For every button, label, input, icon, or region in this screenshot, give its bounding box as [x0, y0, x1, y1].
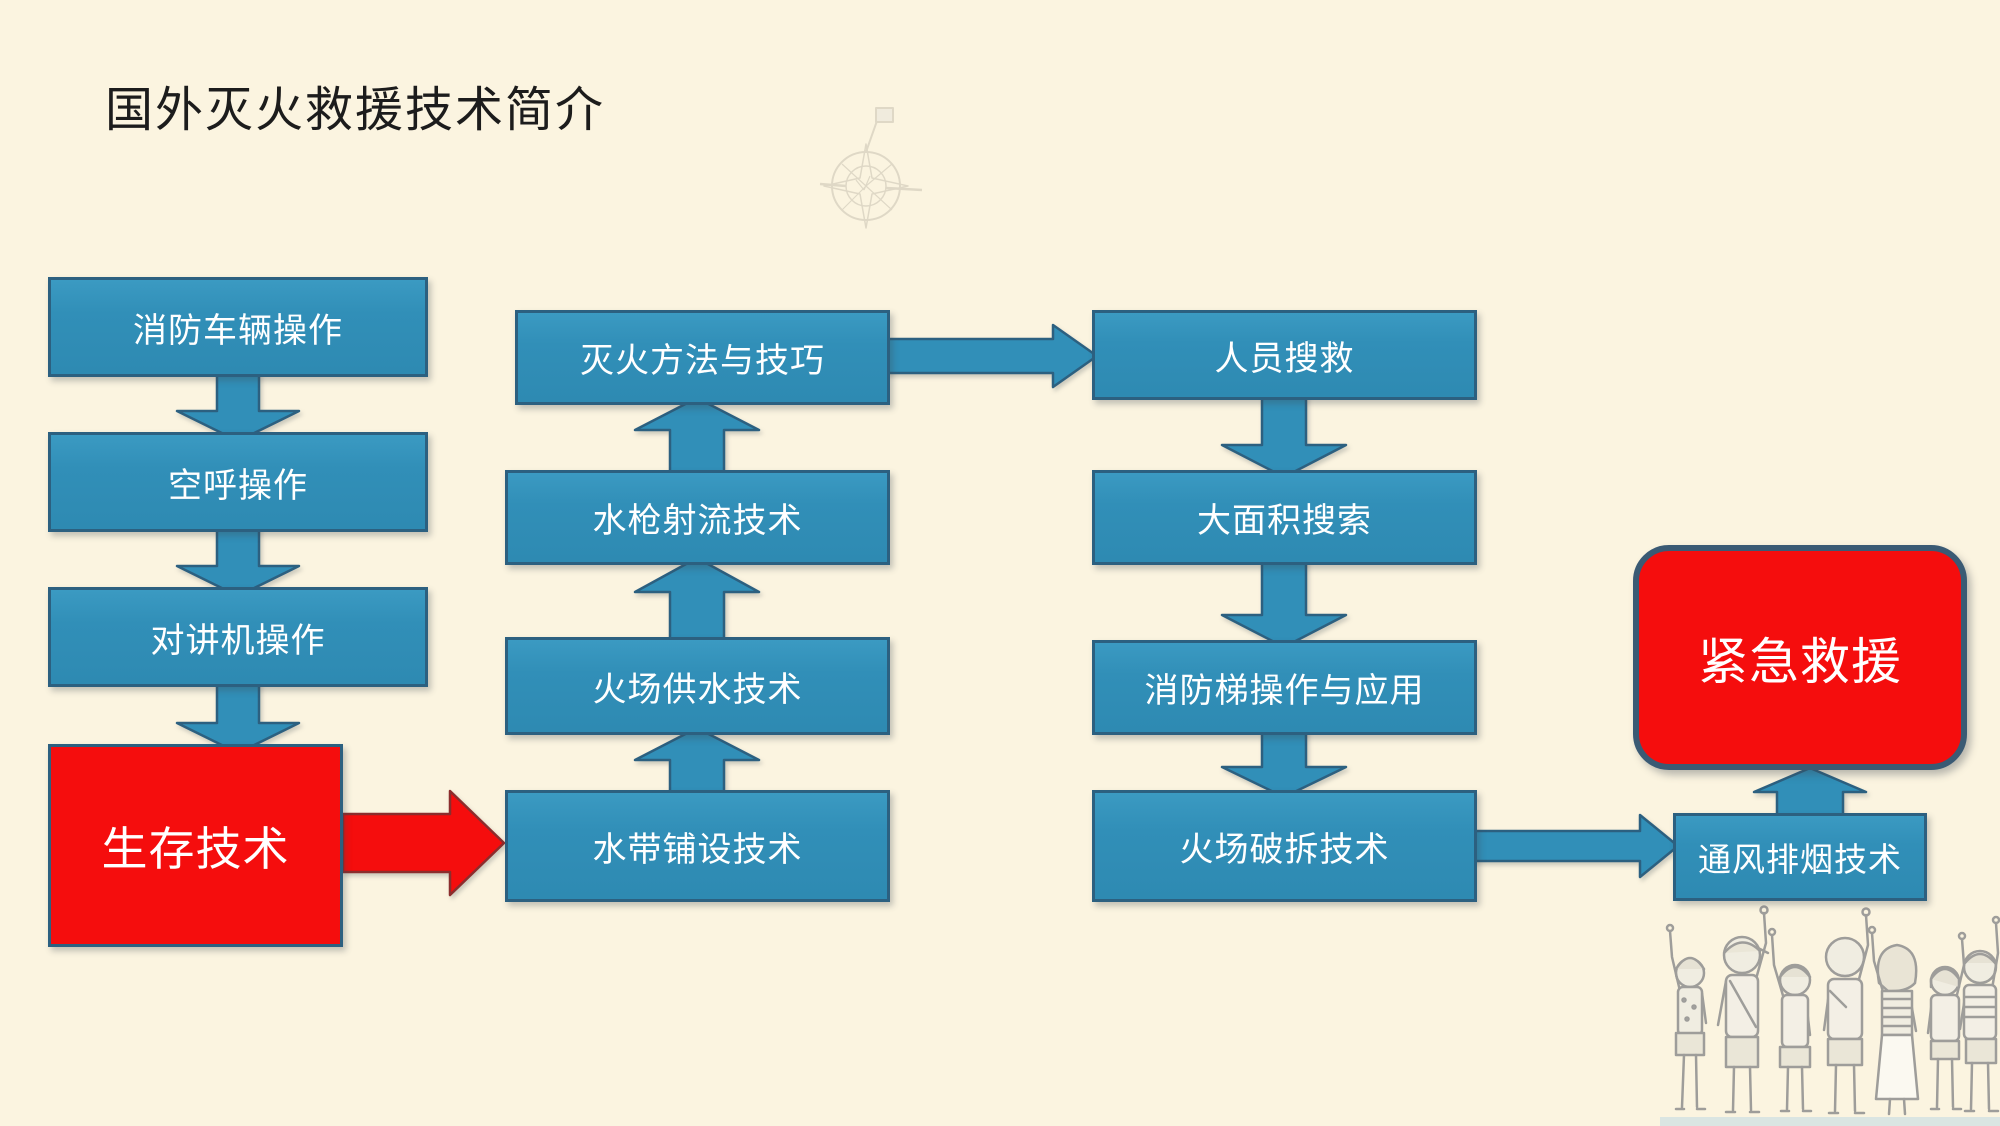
node-hose-laying-technique: 水带铺设技术 [505, 790, 890, 902]
blue-block-arrow-down [1220, 728, 1348, 799]
node-personnel-search-rescue: 人员搜救 [1092, 310, 1477, 400]
node-large-area-search: 大面积搜索 [1092, 470, 1477, 565]
sketch-child-3 [1767, 927, 1813, 1113]
blue-block-arrow-right [1462, 813, 1680, 879]
sketch-child-4 [1822, 907, 1871, 1115]
blue-block-arrow-up [633, 556, 761, 646]
children-raising-hands-illustration [1660, 905, 2000, 1126]
blue-block-arrow-up [1752, 766, 1868, 818]
blue-block-arrow-down [1220, 393, 1348, 479]
node-breathing-apparatus-operation: 空呼操作 [48, 432, 428, 532]
sketch-child-7 [1958, 915, 2000, 1113]
node-survival-skills: 生存技术 [48, 744, 343, 947]
blue-block-arrow-down [1220, 558, 1348, 649]
sketch-child-5 [1867, 925, 1920, 1116]
node-radio-operation: 对讲机操作 [48, 587, 428, 687]
blue-block-arrow-right [884, 323, 1099, 389]
node-fire-vehicle-operation: 消防车辆操作 [48, 277, 428, 377]
red-block-arrow-right [341, 789, 506, 897]
blue-block-arrow-up [633, 396, 761, 479]
node-forcible-entry-technique: 火场破拆技术 [1092, 790, 1477, 902]
blue-block-arrow-down [175, 680, 301, 755]
blue-block-arrow-down [175, 525, 301, 598]
node-fireground-water-supply: 火场供水技术 [505, 637, 890, 735]
node-nozzle-stream-technique: 水枪射流技术 [505, 470, 890, 565]
node-ventilation-smoke-extraction: 通风排烟技术 [1673, 813, 1927, 901]
node-emergency-rescue: 紧急救援 [1633, 545, 1967, 770]
sketch-child-1 [1665, 923, 1708, 1111]
sketch-child-6 [1926, 931, 1967, 1111]
page-title: 国外灭火救援技术简介 [105, 84, 606, 137]
sketch-child-2 [1716, 905, 1770, 1114]
compass-rose-icon [819, 107, 923, 229]
node-fire-ladder-operation: 消防梯操作与应用 [1092, 640, 1477, 735]
node-extinguishing-methods: 灭火方法与技巧 [515, 310, 890, 405]
sketch-ground-wash [1660, 1117, 2000, 1126]
blue-block-arrow-up [633, 726, 761, 799]
blue-block-arrow-down [175, 370, 301, 443]
